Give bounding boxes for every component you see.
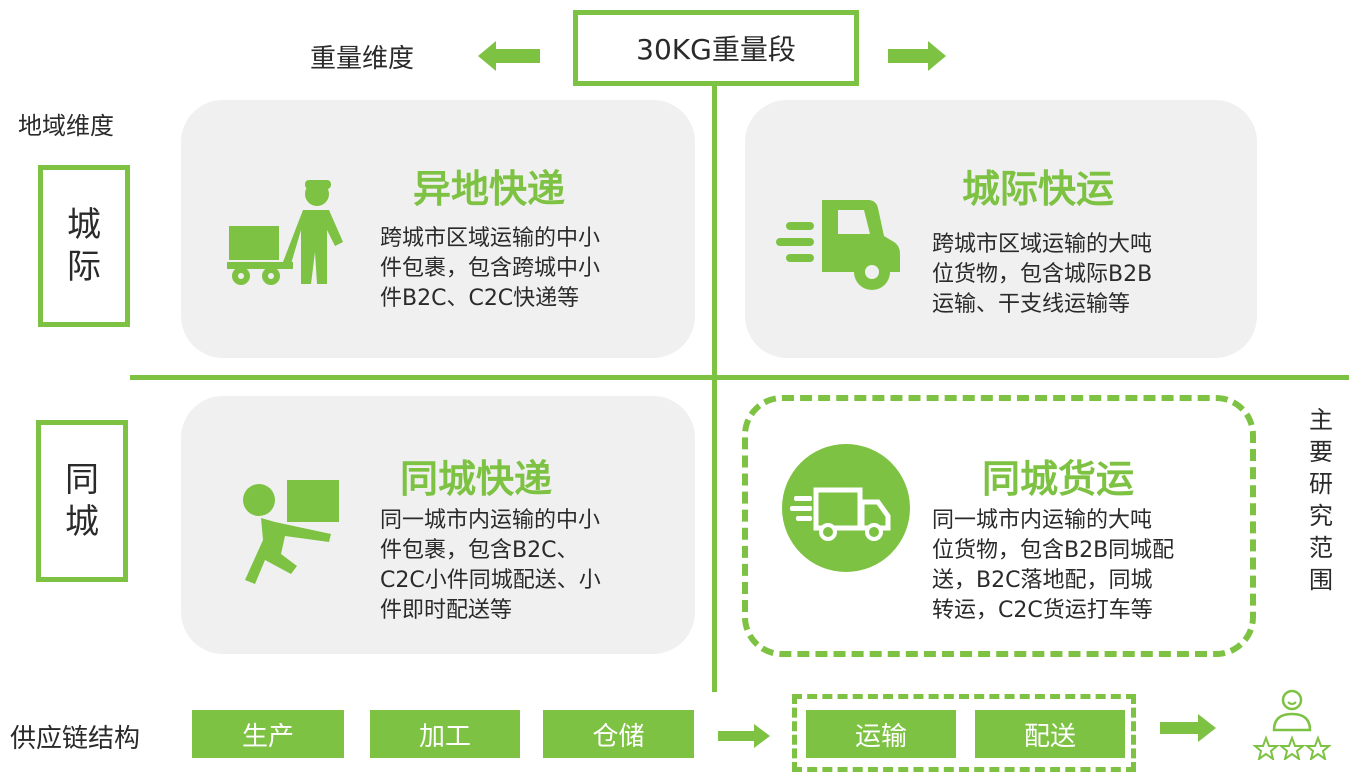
intercity-label-box: 城 际: [38, 165, 130, 327]
chain-step-distribution: 配送: [975, 710, 1125, 758]
desc-line: 同一城市内运输的中小: [380, 508, 601, 533]
quadrant-desc-samecity-freight: 同一城市内运输的大吨 位货物，包含B2B同城配 送，B2C落地配，同城 转运，C…: [932, 506, 1174, 626]
region-dimension-label: 地域维度: [18, 112, 114, 140]
desc-line: C2C小件同城配送、小: [380, 568, 601, 593]
desc-line: 位货物，包含B2B同城配: [932, 538, 1175, 563]
scope-char: 范: [1309, 534, 1333, 562]
supply-chain-label: 供应链结构: [10, 724, 141, 754]
horizontal-axis: [130, 375, 1349, 380]
desc-line: 位货物，包含城际B2B: [932, 262, 1153, 287]
chain-step-processing: 加工: [370, 710, 520, 758]
fast-truck-icon: [776, 200, 900, 290]
chain-arrow-end-icon: [1160, 714, 1216, 742]
samecity-label-box: 同 城: [36, 420, 128, 582]
quadrant-title-intercity-freight: 城际快运: [962, 167, 1115, 211]
chain-step-warehousing: 仓储: [543, 710, 694, 758]
courier-carrying-box-icon: [243, 480, 339, 584]
customer-rating-icon: [1252, 689, 1332, 760]
transport-dashed-frame: [792, 694, 1136, 772]
desc-line: 送，B2C落地配，同城: [932, 568, 1153, 593]
intercity-char-2: 际: [67, 247, 101, 287]
quadrant-desc-samecity-express: 同一城市内运输的中小 件包裹，包含B2C、 C2C小件同城配送、小 件即时配送等: [380, 506, 601, 626]
research-scope-dashed-frame: [742, 395, 1256, 657]
truck-circle-icon: [782, 444, 910, 572]
quadrant-title-intercity-express: 异地快递: [413, 167, 566, 211]
desc-line: 件即时配送等: [380, 598, 513, 623]
vertical-axis: [712, 80, 717, 692]
scope-char: 围: [1309, 566, 1333, 594]
samecity-char-2: 城: [65, 502, 99, 542]
chain-arrow-icon: [718, 724, 770, 748]
quadrant-title-samecity-express: 同城快递: [400, 457, 553, 501]
delivery-person-cart-icon: [227, 180, 343, 285]
quadrant-title-samecity-freight: 同城货运: [982, 457, 1135, 501]
research-scope-label: 主 要 研 究 范 围: [1306, 404, 1336, 596]
desc-line: 件B2C、C2C快递等: [380, 286, 580, 311]
desc-line: 转运，C2C货运打车等: [932, 598, 1153, 623]
arrow-left-icon: [478, 41, 540, 71]
intercity-char-1: 城: [67, 205, 101, 245]
arrow-right-icon: [888, 41, 946, 71]
quadrant-desc-intercity-freight: 跨城市区域运输的大吨 位货物，包含城际B2B 运输、干支线运输等: [932, 230, 1152, 320]
chain-step-production: 生产: [192, 710, 344, 758]
scope-char: 究: [1309, 502, 1333, 530]
desc-line: 件包裹，包含B2C、: [380, 538, 579, 563]
desc-line: 运输、干支线运输等: [932, 292, 1131, 317]
desc-line: 跨城市区域运输的中小: [380, 226, 601, 251]
samecity-char-1: 同: [65, 460, 99, 500]
chain-step-transport: 运输: [806, 710, 956, 758]
desc-line: 件包裹，包含跨城中小: [380, 256, 601, 281]
quadrant-desc-intercity-express: 跨城市区域运输的中小 件包裹，包含跨城中小 件B2C、C2C快递等: [380, 224, 600, 314]
weight-segment-label: 30KG重量段: [636, 33, 796, 66]
scope-char: 主: [1309, 406, 1333, 434]
desc-line: 跨城市区域运输的大吨: [932, 232, 1153, 257]
weight-segment-box: 30KG重量段: [573, 10, 859, 86]
weight-dimension-label: 重量维度: [310, 44, 415, 74]
scope-char: 要: [1309, 438, 1333, 466]
scope-char: 研: [1309, 470, 1333, 498]
desc-line: 同一城市内运输的大吨: [932, 508, 1153, 533]
